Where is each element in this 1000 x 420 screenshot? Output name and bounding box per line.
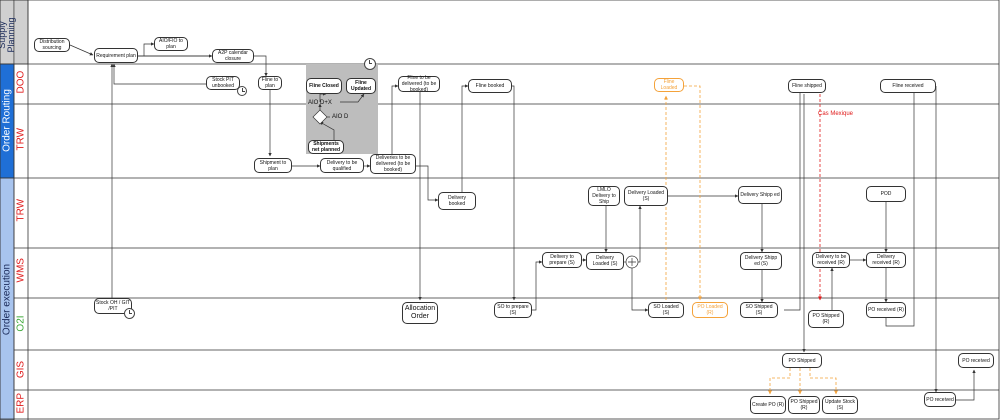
node-fline-shipped: Fline shipped <box>788 79 826 93</box>
node-delivery-received-tbr: Delivery to be received (R) <box>812 252 850 268</box>
node-delivery-shipped-wms: Delivery Shipp ed (S) <box>740 252 782 270</box>
gateway-diamond <box>312 109 328 125</box>
node-requirement-plan: Requirement plan <box>94 48 138 63</box>
node-po-shipped-gis: PO Shipped <box>782 353 822 368</box>
node-a2p-calendar: A2P calendar closure <box>212 49 254 63</box>
lane-wms: WMS <box>15 258 27 283</box>
node-pod: POD <box>866 186 906 202</box>
node-delivery-booked: Delivery booked <box>438 192 476 210</box>
node-fline-booked: Fline booked <box>468 79 512 93</box>
node-po-received-o2i: PO received (R) <box>866 302 906 318</box>
node-po-received-erp: PO received <box>924 392 956 407</box>
node-shipments-net-planned: Shipments net planned <box>308 140 344 154</box>
node-delivery-received: Delivery received (R) <box>866 252 906 268</box>
timer-icon <box>124 308 135 319</box>
node-so-shipped: SO Shipped (S) <box>740 302 778 318</box>
lane-trw-routing: TRW <box>15 127 27 151</box>
label-cas-mexique: Cas Mexique <box>818 111 854 117</box>
node-shipment-to-plan: Shipment to plan <box>254 158 292 173</box>
node-delivery-loaded-wms: Delivery Loaded (S) <box>586 252 624 270</box>
node-delivery-qualified: Delivery to be qualified <box>320 158 364 173</box>
routing-group-label: Order Routing <box>1 89 13 152</box>
node-update-stock: Update Stock (S) <box>822 396 858 414</box>
node-po-shipped-o2i: PO Shipped (R) <box>808 310 844 328</box>
node-fline-closed: Fline Closed <box>306 78 342 94</box>
node-stock-pit-unbooked: Stock PIT unbooked <box>206 76 240 90</box>
lane-o2i: O2I <box>15 315 27 332</box>
node-delivery-loaded-trw: Delivery Loaded (S) <box>624 186 668 206</box>
node-so-prepare: SO to prepare (S) <box>494 302 532 318</box>
node-distribution-sourcing: Distribution sourcing <box>34 38 70 52</box>
lane-trw-exec: TRW <box>15 198 27 222</box>
supply-group-label: Supply Planning <box>0 17 16 53</box>
node-po-shipped-erp: PO Shipped (R) <box>788 396 820 414</box>
label-aio-d: AIO D <box>332 114 349 120</box>
lane-erp: ERP <box>15 392 27 414</box>
orange-connectors <box>664 85 838 395</box>
node-fline-to-plan: Fline to plan <box>258 76 282 90</box>
node-so-loaded: SO Loaded (S) <box>648 302 684 318</box>
node-po-received-gis: PO received <box>958 353 994 368</box>
node-po-loaded: PO Loaded (R) <box>692 302 728 318</box>
node-create-po: Create PO (R) <box>750 396 786 414</box>
execution-group-label: Order execution <box>1 263 13 336</box>
node-lmlo-delivery-ship: LMLO Delivery to Ship <box>588 186 620 206</box>
node-aio-fio-plan: AIO/FIO to plan <box>154 37 188 51</box>
node-stock-oh: Stock OH / GIT /PIT <box>94 298 132 314</box>
lane-doo: DOO <box>15 70 27 94</box>
connectors <box>69 42 976 401</box>
node-deliveries-delivered-booked: Deliveries to be delivered (to be booked… <box>370 154 416 174</box>
label-aio-dx: AIO D+X <box>308 100 332 106</box>
node-fline-delivered-booked: Fline to be delivered (to be booked) <box>398 75 440 93</box>
node-fline-updated: Fline Updated <box>346 78 376 94</box>
node-delivery-prepare: Delivery to prepare (S) <box>542 252 582 268</box>
lane-gis: GIS <box>15 360 27 379</box>
node-fline-loaded: Fline Loaded <box>654 78 684 92</box>
timer-icon <box>364 58 376 70</box>
timer-icon <box>237 86 247 96</box>
node-allocation-order: Allocation Order <box>402 302 438 324</box>
node-fline-received: Fline received <box>880 79 936 93</box>
node-delivery-shipped-trw: Delivery Shipp ed <box>738 186 782 204</box>
